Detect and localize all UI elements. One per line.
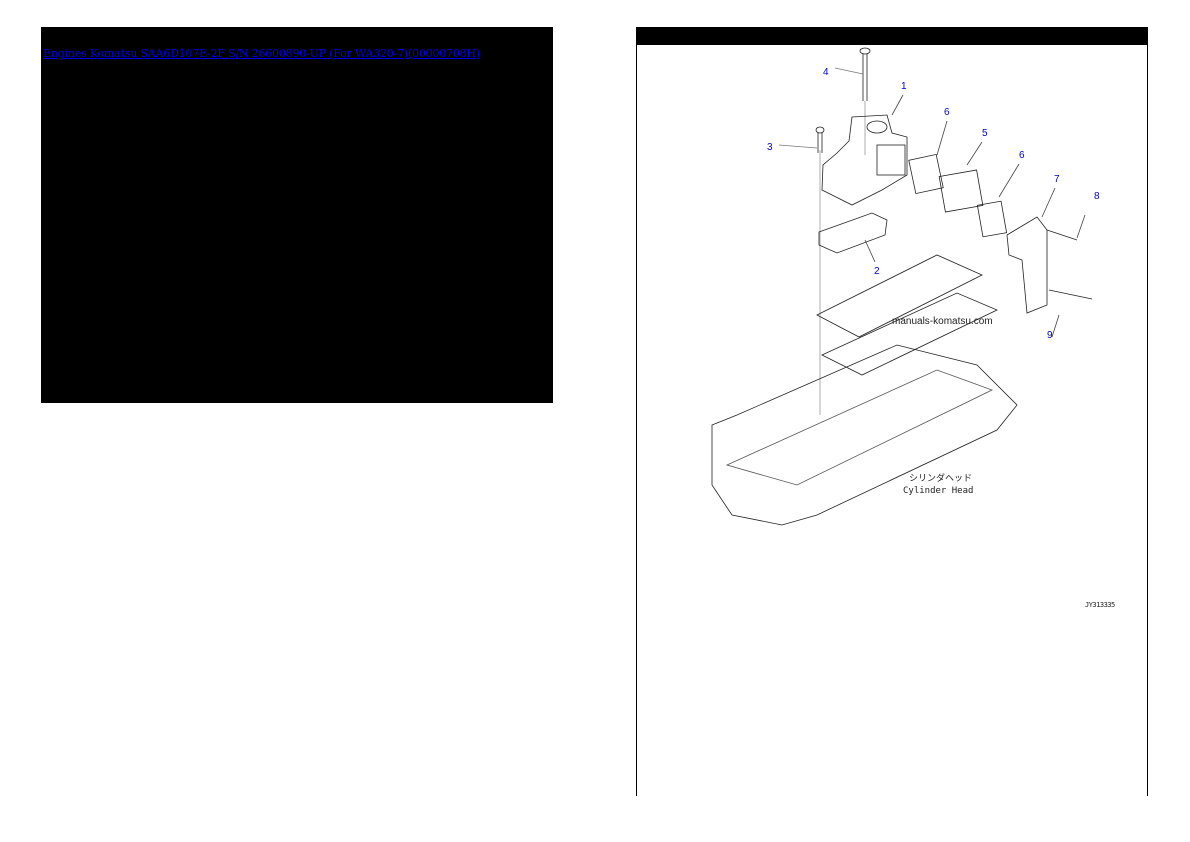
diagram-drawing: 1 2 3 4 5 6 6 7 8 9 manuals-komatsu.com … — [711, 47, 1100, 526]
callout-3: 3 — [767, 142, 773, 153]
label-jp: シリンダヘッド — [909, 472, 972, 484]
title-panel: Engines Komatsu SAA6D107E-2F S/N 2660089… — [41, 27, 553, 403]
callout-9: 9 — [1047, 330, 1053, 341]
exploded-parts-diagram: 1 2 3 4 5 6 6 7 8 9 manuals-komatsu.com … — [637, 45, 1147, 796]
watermark-text: manuals-komatsu.com — [892, 316, 993, 327]
figure-id: JY313335 — [1085, 601, 1115, 609]
callout-1: 1 — [901, 81, 907, 92]
parts-diagram-panel: 1 2 3 4 5 6 6 7 8 9 manuals-komatsu.com … — [636, 27, 1148, 796]
diagram-header-bar — [637, 27, 1147, 45]
callout-2: 2 — [874, 266, 880, 277]
label-en: Cylinder Head — [903, 486, 973, 496]
callout-6b: 6 — [1019, 150, 1025, 161]
callout-7: 7 — [1054, 174, 1060, 185]
callout-6: 6 — [944, 107, 950, 118]
callout-8: 8 — [1094, 191, 1100, 202]
engine-title-link[interactable]: Engines Komatsu SAA6D107E-2F S/N 2660089… — [43, 47, 480, 60]
callout-5: 5 — [982, 128, 988, 139]
callout-4: 4 — [823, 67, 829, 78]
